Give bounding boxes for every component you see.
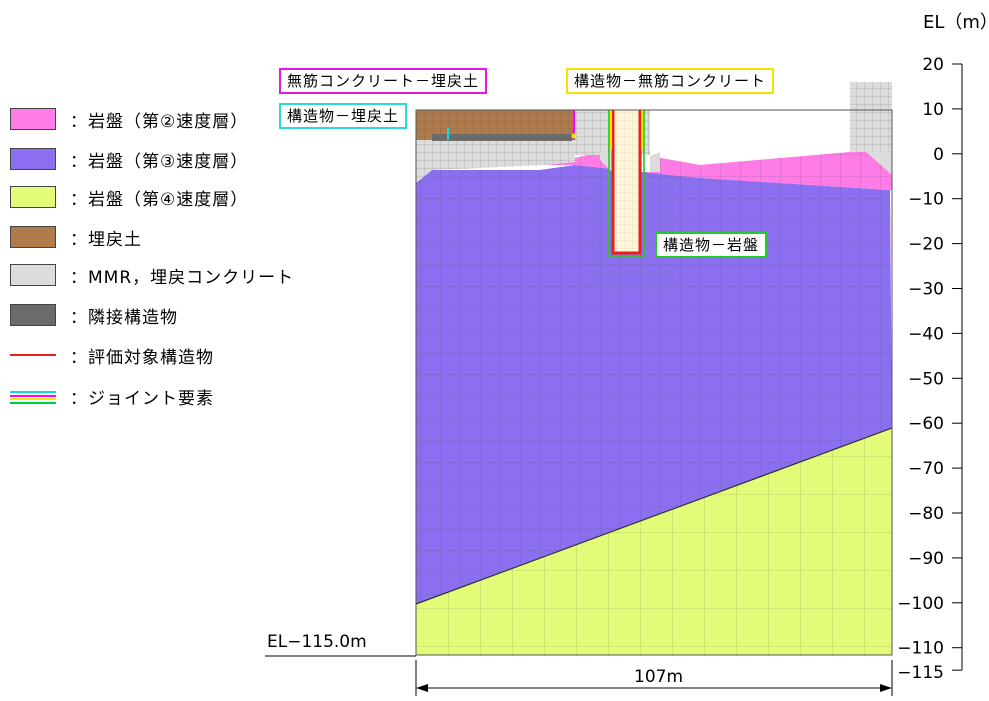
legend-item: ：評価対象構造物 <box>10 343 214 368</box>
elevation-axis: 20 10 0 −10 −20 −30 −40 −50 −60 −70 −80 −90 −100 −110… <box>897 55 963 683</box>
axis-tick-label: −20 <box>908 235 944 255</box>
axis-tick-label: 10 <box>922 100 944 120</box>
legend-item: ：岩盤（第③速度層） <box>10 147 249 172</box>
legend-item: ：岩盤（第④速度層） <box>10 185 249 210</box>
legend-swatch <box>10 108 56 130</box>
legend-item: ：岩盤（第②速度層） <box>10 107 249 132</box>
legend-swatch <box>10 148 56 170</box>
callout-structure-rock: 構造物－岩盤 <box>655 232 768 258</box>
callout-structure-concrete: 構造物－無筋コンクリート <box>566 68 775 94</box>
legend-item: ：埋戻土 <box>10 225 142 250</box>
adjacent-structure <box>432 134 572 141</box>
legend-item: ：ジョイント要素 <box>10 384 214 409</box>
callout-concrete-backfill: 無筋コンクリート－埋戻土 <box>279 68 488 94</box>
axis-tick-label: 20 <box>922 55 944 75</box>
legend-label: ：評価対象構造物 <box>70 347 214 368</box>
axis-tick-label: −50 <box>908 369 944 389</box>
legend-label: ：隣接構造物 <box>70 307 178 328</box>
axis-tick-label: −100 <box>897 594 944 614</box>
legend-swatch <box>10 186 56 208</box>
bottom-elevation-label: EL−115.0m <box>267 632 367 652</box>
legend-swatch <box>10 385 56 407</box>
axis-tick-label: −115 <box>897 663 944 683</box>
axis-tick-label: −90 <box>908 549 944 569</box>
legend-label: ：岩盤（第③速度層） <box>70 151 249 172</box>
legend-label: ：MMR，埋戻コンクリート <box>70 267 295 288</box>
axis-tick-label: −40 <box>908 324 944 344</box>
axis-tick-label: −70 <box>908 459 944 479</box>
axis-tick-label: −80 <box>908 504 944 524</box>
legend-swatch <box>10 226 56 248</box>
legend-swatch <box>10 264 56 286</box>
legend-swatch <box>10 344 56 366</box>
legend-label: ：ジョイント要素 <box>70 388 214 409</box>
axis-title: EL（m） <box>923 12 989 33</box>
axis-tick-label: −10 <box>908 190 944 210</box>
width-label: 107m <box>634 667 684 687</box>
axis-tick-label: −110 <box>897 639 944 659</box>
legend-swatch <box>10 304 56 326</box>
legend-label: ：岩盤（第④速度層） <box>70 189 249 210</box>
axis-tick-label: −60 <box>908 414 944 434</box>
legend-item: ：隣接構造物 <box>10 303 178 328</box>
axis-tick-label: 0 <box>933 145 944 165</box>
legend-label: ：岩盤（第②速度層） <box>70 111 249 132</box>
axis-tick-label: −30 <box>908 280 944 300</box>
legend-label: ：埋戻土 <box>70 229 142 250</box>
legend-item: ：MMR，埋戻コンクリート <box>10 263 295 288</box>
callout-structure-backfill: 構造物－埋戻土 <box>279 103 408 129</box>
